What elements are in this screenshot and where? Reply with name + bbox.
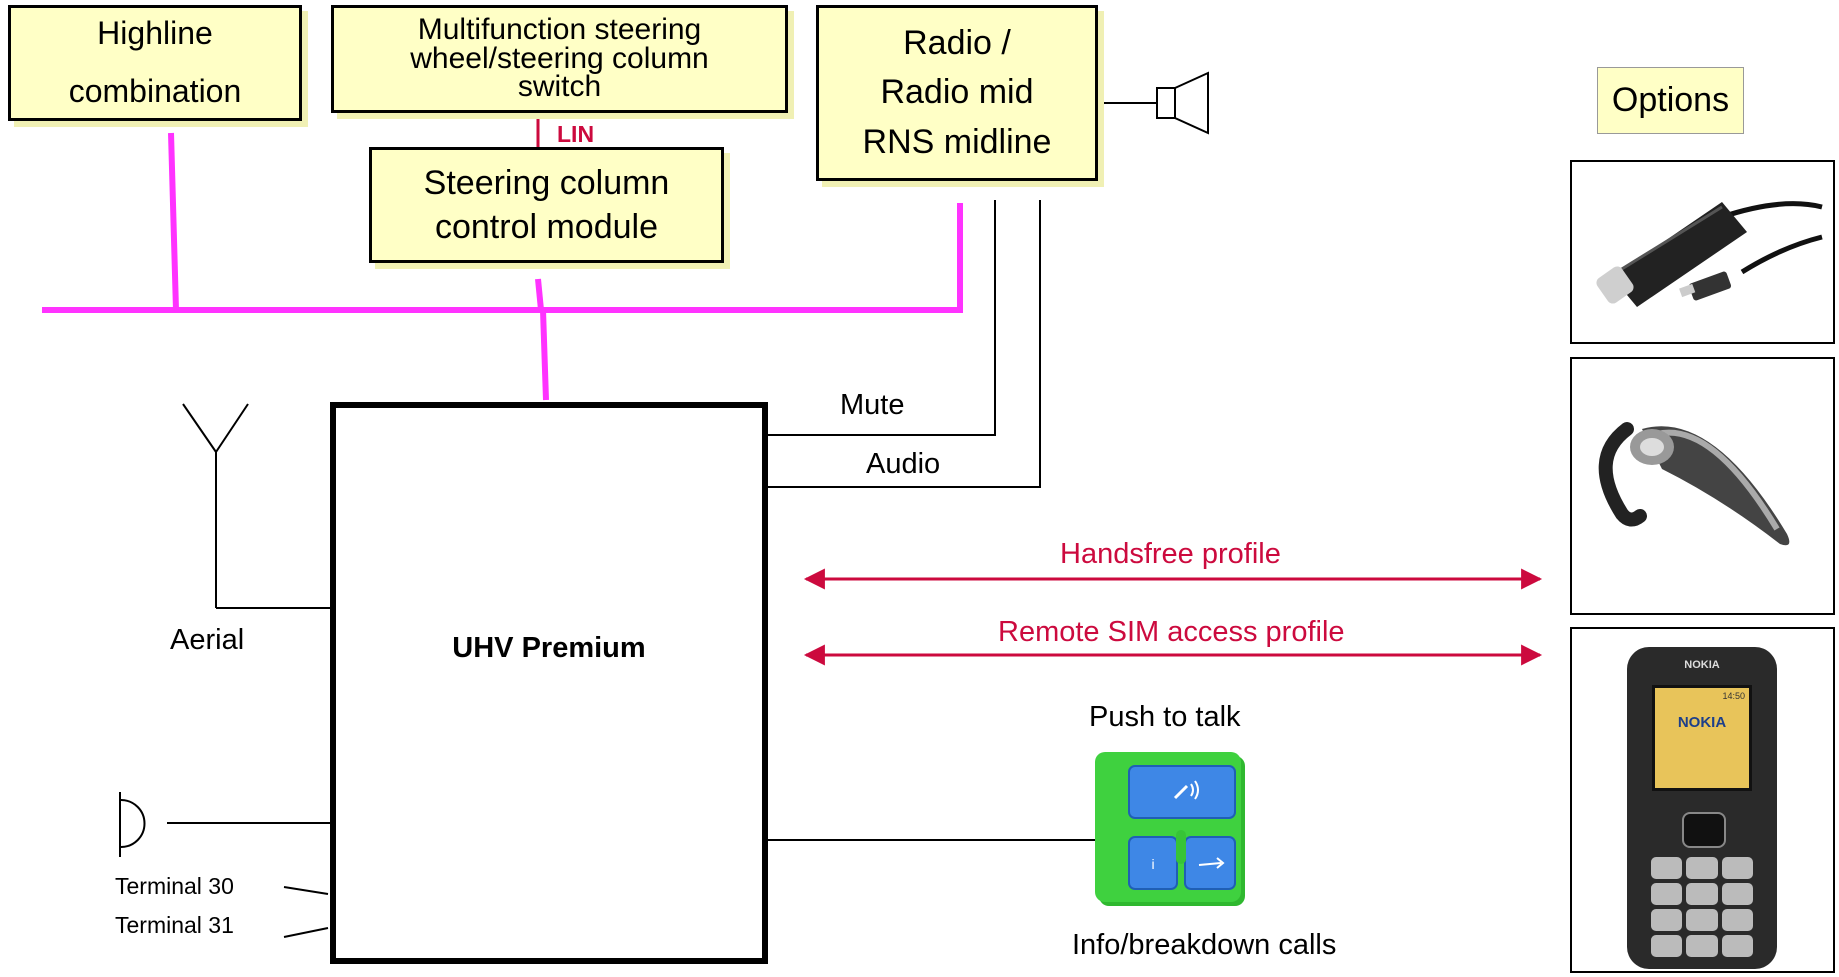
phone-brand: NOKIA — [1684, 659, 1720, 671]
terminal31-label: Terminal 31 — [115, 912, 234, 938]
info-button[interactable]: i — [1128, 836, 1178, 890]
headset-icon — [1598, 422, 1790, 546]
option-headset — [1570, 357, 1835, 615]
option-car-charger — [1570, 160, 1835, 344]
phone-time: 14:50 — [1722, 691, 1745, 701]
highline-combination-label: Highline combination — [68, 15, 242, 109]
mute-label: Mute — [840, 389, 905, 421]
radio-box: Radio / Radio mid RNS midline — [816, 5, 1098, 181]
speaker-icon — [1097, 71, 1209, 135]
radio-label: Radio / Radio mid RNS midline — [862, 24, 1052, 161]
lin-label: LIN — [557, 121, 595, 147]
mfsw-label: Multifunction steering wheel/steering co… — [410, 13, 709, 104]
terminal31-lead — [283, 927, 329, 938]
push-to-talk-button-module[interactable]: i — [1095, 752, 1250, 912]
phone-screen: 14:50 NOKIA — [1652, 685, 1752, 791]
uhv-premium-label: UHV Premium — [452, 632, 646, 664]
can-bus — [42, 132, 963, 401]
aerial-label: Aerial — [170, 624, 245, 656]
microphone-icon — [119, 792, 330, 857]
push-to-talk-label: Push to talk — [1089, 701, 1241, 733]
remote-sim-profile-label: Remote SIM access profile — [998, 616, 1345, 648]
phone-body: NOKIA 14:50 NOKIA — [1627, 647, 1777, 969]
terminal30-label: Terminal 30 — [115, 873, 234, 899]
sccm-box: Steering column control module — [369, 147, 724, 263]
breakdown-button[interactable] — [1184, 836, 1236, 890]
phone-screen-brand: NOKIA — [1677, 714, 1727, 731]
terminal30-lead — [283, 886, 329, 895]
voice-button[interactable] — [1128, 765, 1236, 819]
phone-navi-key[interactable] — [1682, 812, 1726, 848]
sccm-label: Steering column control module — [423, 163, 670, 246]
handsfree-profile-label: Handsfree profile — [1060, 538, 1281, 570]
car-charger-icon — [1596, 201, 1823, 307]
mute-line — [768, 200, 996, 436]
mfsw-box: Multifunction steering wheel/steering co… — [331, 5, 788, 113]
option-mobile-phone: NOKIA 14:50 NOKIA — [1570, 627, 1835, 973]
info-breakdown-label: Info/breakdown calls — [1072, 929, 1337, 961]
svg-text:i: i — [1151, 856, 1154, 872]
uhv-premium-box — [330, 402, 768, 964]
audio-label: Audio — [866, 448, 941, 480]
aerial-icon — [182, 403, 330, 609]
highline-combination-box: Highline combination — [8, 5, 302, 121]
options-label: Options — [1597, 67, 1744, 134]
audio-line — [768, 200, 1041, 488]
phone-keypad[interactable] — [1651, 857, 1753, 957]
